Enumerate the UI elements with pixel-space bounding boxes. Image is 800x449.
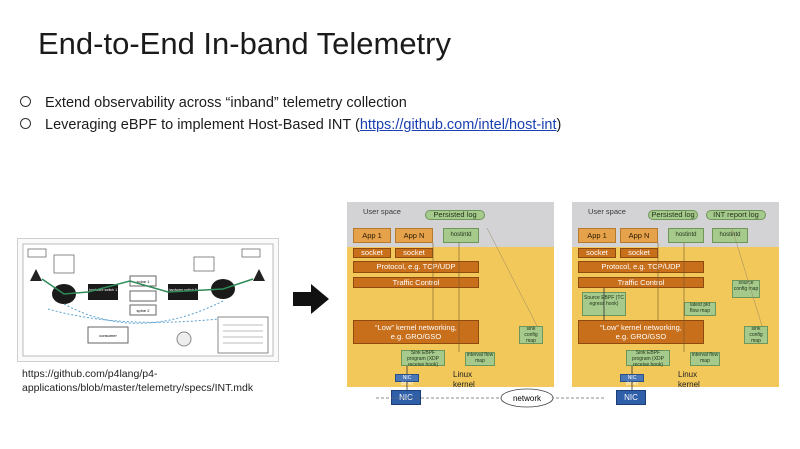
bullet-list: Extend observability across “inband” tel…: [20, 92, 561, 136]
spine-1-label: spine 1: [137, 279, 151, 284]
right-arrow-icon: [293, 284, 329, 314]
bullet-circle-icon: [20, 118, 31, 129]
network-link: network: [376, 388, 606, 408]
spine-2-label: spine 2: [137, 308, 151, 313]
sink-ebpf-box: Sink EBPF program (XDP receive hook): [401, 350, 445, 367]
linux-label: Linux: [453, 370, 473, 379]
host-int-source-panel: User space Persisted log INT report log …: [572, 202, 779, 407]
sink-config-map-box: sink config map: [519, 326, 543, 344]
traffic-control-box: Traffic Control: [353, 277, 479, 288]
low-kernel-line-1: “Low” kernel networking,: [600, 323, 682, 332]
bullet-circle-icon: [20, 96, 31, 107]
source-config-map-box: source config map: [732, 280, 760, 298]
low-kernel-box: “Low” kernel networking, e.g. GRO/GSO: [578, 320, 704, 344]
persisted-log-box: Persisted log: [425, 210, 485, 220]
caption-line-2: applications/blob/master/telemetry/specs…: [22, 382, 254, 394]
socket-n-box: socket: [395, 248, 433, 258]
interval-flow-map-box: interval flow map: [465, 352, 495, 366]
bullet-text-prefix: Leveraging eBPF to implement Host-Based …: [45, 117, 360, 133]
low-kernel-line-1: “Low” kernel networking,: [375, 323, 457, 332]
low-kernel-box: “Low” kernel networking, e.g. GRO/GSO: [353, 320, 479, 344]
latest-pkt-flow-map-box: latest pkt flow map: [684, 302, 716, 316]
host-int-sink-panel: User space Persisted log App 1 App N hos…: [347, 202, 554, 407]
consumer-label: consumer: [99, 333, 117, 338]
bullet-text: Extend observability across “inband” tel…: [45, 95, 407, 111]
hostintd-box: hostintd: [668, 228, 704, 243]
sink-config-map-box: sink config map: [744, 326, 768, 344]
app-n-box: App N: [620, 228, 658, 243]
hw-switch-1-label: hardware switch 1: [89, 288, 117, 292]
caption-line-1: https://github.com/p4lang/p4-: [22, 368, 158, 380]
left-panel-arrows: [406, 227, 538, 390]
hw-switch-n-label: hardware switch N: [169, 288, 198, 292]
bullet-text-suffix: ): [556, 117, 562, 133]
hostintd-box-2: hostintd: [712, 228, 748, 243]
persisted-log-box: Persisted log: [648, 210, 698, 220]
linux-label: Linux: [678, 370, 698, 379]
bullet-item: Leveraging eBPF to implement Host-Based …: [20, 114, 561, 136]
bullet-item: Extend observability across “inband” tel…: [20, 92, 561, 114]
nic-box: NIC: [616, 390, 646, 405]
nic-box: NIC: [391, 390, 421, 405]
app-1-box: App 1: [353, 228, 391, 243]
interval-flow-map-box: interval flow map: [690, 352, 720, 366]
slide-title: End-to-End In-band Telemetry: [38, 26, 451, 61]
user-space-label: User space: [588, 207, 626, 216]
kernel-label: kernel: [678, 380, 700, 389]
protocol-box: Protocol, e.g. TCP/UDP: [353, 261, 479, 273]
socket-n-box: socket: [620, 248, 658, 258]
user-space-label: User space: [363, 207, 401, 216]
kernel-label: kernel: [453, 380, 475, 389]
network-label: network: [513, 394, 542, 403]
int-spec-diagram-drawing: hardware switch 1 hardware switch N spin…: [22, 243, 274, 357]
traffic-control-box: Traffic Control: [578, 277, 704, 288]
right-panel-arrows: [603, 227, 763, 390]
low-kernel-line-2: e.g. GRO/GSO: [390, 331, 442, 341]
socket-1-box: socket: [578, 248, 616, 258]
app-n-box: App N: [395, 228, 433, 243]
host-int-link[interactable]: https://github.com/intel/host-int: [359, 117, 557, 133]
int-spec-diagram: hardware switch 1 hardware switch N spin…: [17, 238, 279, 362]
int-report-log-box: INT report log: [706, 210, 766, 220]
source-caption: https://github.com/p4lang/p4- applicatio…: [22, 367, 253, 395]
protocol-box: Protocol, e.g. TCP/UDP: [578, 261, 704, 273]
app-1-box: App 1: [578, 228, 616, 243]
socket-1-box: socket: [353, 248, 391, 258]
sink-ebpf-box: Sink EBPF program (XDP receive hook): [626, 350, 670, 367]
hostintd-box: hostintd: [443, 228, 479, 243]
low-kernel-line-2: e.g. GRO/GSO: [615, 331, 667, 341]
